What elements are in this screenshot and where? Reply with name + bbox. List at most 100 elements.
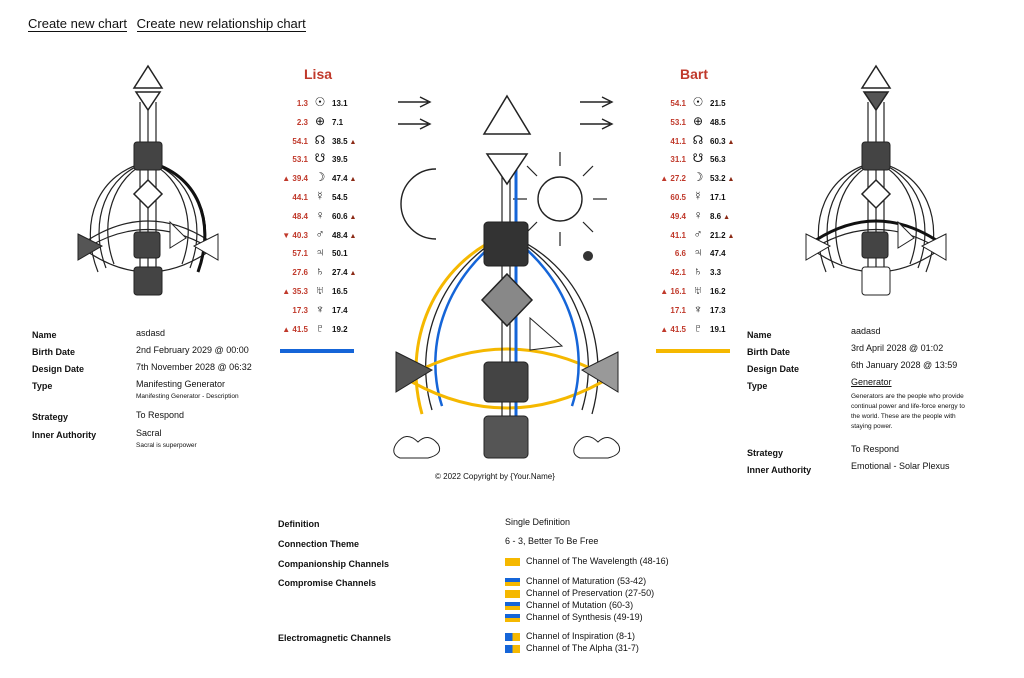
type-label: Type	[747, 381, 768, 391]
create-new-chart-link[interactable]: Create new chart	[28, 16, 127, 32]
channel-item: Channel of The Alpha (31-7)	[505, 642, 639, 654]
design-gate: 57.1	[292, 249, 308, 259]
type-link[interactable]: Generator	[851, 377, 892, 387]
create-new-relationship-chart-link[interactable]: Create new relationship chart	[136, 16, 306, 32]
channel-flag-icon	[505, 589, 520, 598]
planet-row: ▲ 41.5♇19.2	[268, 322, 348, 334]
planet-icon: ♀	[315, 207, 325, 222]
channel-flag-icon	[505, 644, 520, 653]
planet-row: 41.1♂21.2 ▲	[646, 228, 734, 240]
arrow-icon	[580, 96, 614, 130]
planet-icon: ♂	[315, 226, 325, 241]
exalted-icon: ▲	[347, 270, 357, 278]
birth-date-value: 2nd February 2029 @ 00:00	[136, 345, 249, 355]
planet-row: ▲ 27.2☽53.2 ▲	[646, 171, 734, 183]
planet-row: ▲ 16.1♅16.2	[646, 284, 726, 296]
planet-row: ▲ 41.5 ♇ 19.1	[646, 320, 726, 335]
strategy-value: To Respond	[851, 444, 900, 454]
design-date-value: 7th November 2028 @ 06:32	[136, 362, 252, 372]
strategy-label: Strategy	[747, 448, 784, 458]
connection-theme-label: Connection Theme	[278, 539, 360, 549]
design-gate: 41.1	[670, 136, 686, 146]
personality-gate: 7.1	[332, 117, 344, 127]
exalted-icon: ▲	[347, 176, 357, 184]
personality-gate: 8.6	[710, 211, 722, 221]
arrow-icon	[398, 96, 432, 130]
personality-gate: 47.4	[332, 174, 348, 184]
design-gate: ▲ 39.4	[282, 174, 308, 184]
design-gate: 49.4	[670, 211, 686, 221]
design-gate: 17.3	[292, 305, 308, 315]
planet-icon: ♃	[315, 245, 325, 260]
personality-gate: 54.5	[332, 193, 348, 202]
planet-row: 49.4 ♀ 8.6 ▲	[646, 209, 730, 221]
design-gate: 48.4	[292, 211, 308, 221]
personality-gate: 19.1	[710, 324, 726, 334]
channel-name: Channel of Mutation (60-3)	[526, 600, 634, 610]
planet-icon: ♇	[693, 320, 703, 335]
planet-icon: ♆	[693, 301, 703, 316]
exalted-icon: ▲	[721, 213, 730, 221]
personality-gate: 17.1	[710, 193, 726, 202]
birth-date-value: 3rd April 2028 @ 01:02	[851, 343, 944, 353]
channel-item: Channel of Inspiration (8-1)	[505, 630, 635, 642]
channel-flag-icon	[505, 601, 520, 610]
person2-bodygraph	[805, 64, 947, 296]
authority-description: Sacral is superpower	[136, 442, 197, 449]
name-value: asdasd	[136, 328, 166, 338]
person1-name: Lisa	[304, 66, 333, 82]
planet-row: 17.1 ♆ 17.3	[646, 301, 726, 316]
channel-name: Channel of Preservation (27-50)	[526, 588, 655, 598]
channel-flag-icon	[505, 613, 520, 622]
planet-row: ▲ 39.4☽47.4 ▲	[268, 171, 356, 183]
personality-gate: 21.2	[710, 230, 726, 240]
personality-gate: 60.3	[710, 136, 726, 146]
personality-gate: 27.4	[332, 268, 348, 278]
channel-flag-icon	[505, 557, 520, 566]
planet-row: 42.1♄3.3	[646, 265, 721, 277]
inner-authority-value: Emotional - Solar Plexus	[851, 461, 950, 471]
design-date-label: Design Date	[32, 364, 85, 374]
planet-row: 1.3☉13.1	[268, 96, 348, 108]
design-gate: 1.3	[296, 99, 308, 108]
planet-icon: ☿	[693, 189, 703, 203]
design-gate: ▲ 41.5	[660, 324, 686, 334]
planet-row: 2.3⊕7.1	[268, 115, 343, 127]
channel-flag-icon	[505, 577, 520, 586]
exalted-icon: ▲	[347, 232, 357, 240]
personality-gate: 19.2	[332, 324, 348, 334]
design-gate: 6.6	[674, 249, 686, 259]
exalted-icon: ▲	[725, 176, 735, 184]
planet-icon: ☉	[692, 95, 704, 109]
planet-row: 60.5☿17.1	[646, 189, 726, 203]
personality-gate: 21.5	[710, 99, 726, 108]
design-gate: ▼ 40.3	[282, 230, 308, 240]
design-gate: 17.1	[670, 305, 686, 315]
exalted-icon: ▲	[347, 138, 357, 146]
top-links: Create new chart Create new relationship…	[28, 16, 312, 32]
channel-name: Channel of Inspiration (8-1)	[526, 631, 636, 641]
design-gate: 41.1	[670, 230, 686, 240]
name-label: Name	[32, 330, 57, 340]
planet-row: 54.1☊38.5 ▲	[268, 134, 356, 146]
planet-row: 53.1☋39.5	[268, 152, 347, 164]
personality-gate: 13.1	[332, 99, 348, 108]
compromise-channels-label: Compromise Channels	[278, 578, 377, 588]
birth-date-label: Birth Date	[747, 347, 791, 357]
planet-icon: ♀	[693, 207, 703, 222]
planet-icon: ⊕	[314, 113, 326, 128]
design-gate: ▲ 27.2	[660, 174, 686, 184]
definition-label: Definition	[278, 519, 320, 529]
personality-gate: 16.2	[710, 287, 726, 296]
channel-name: Channel of Synthesis (49-19)	[526, 612, 643, 622]
personality-gate: 17.4	[332, 305, 348, 315]
personality-gate: 47.4	[710, 249, 726, 259]
planet-row: ▲ 35.3♅16.5	[268, 284, 347, 296]
personality-gate: 17.3	[710, 305, 726, 315]
personality-gate: 38.5	[332, 136, 348, 146]
design-gate: 44.1	[292, 193, 308, 202]
channel-item: Channel of Synthesis (49-19)	[505, 611, 643, 623]
name-value: aadasd	[851, 326, 881, 336]
planet-icon: ♄	[693, 264, 703, 279]
